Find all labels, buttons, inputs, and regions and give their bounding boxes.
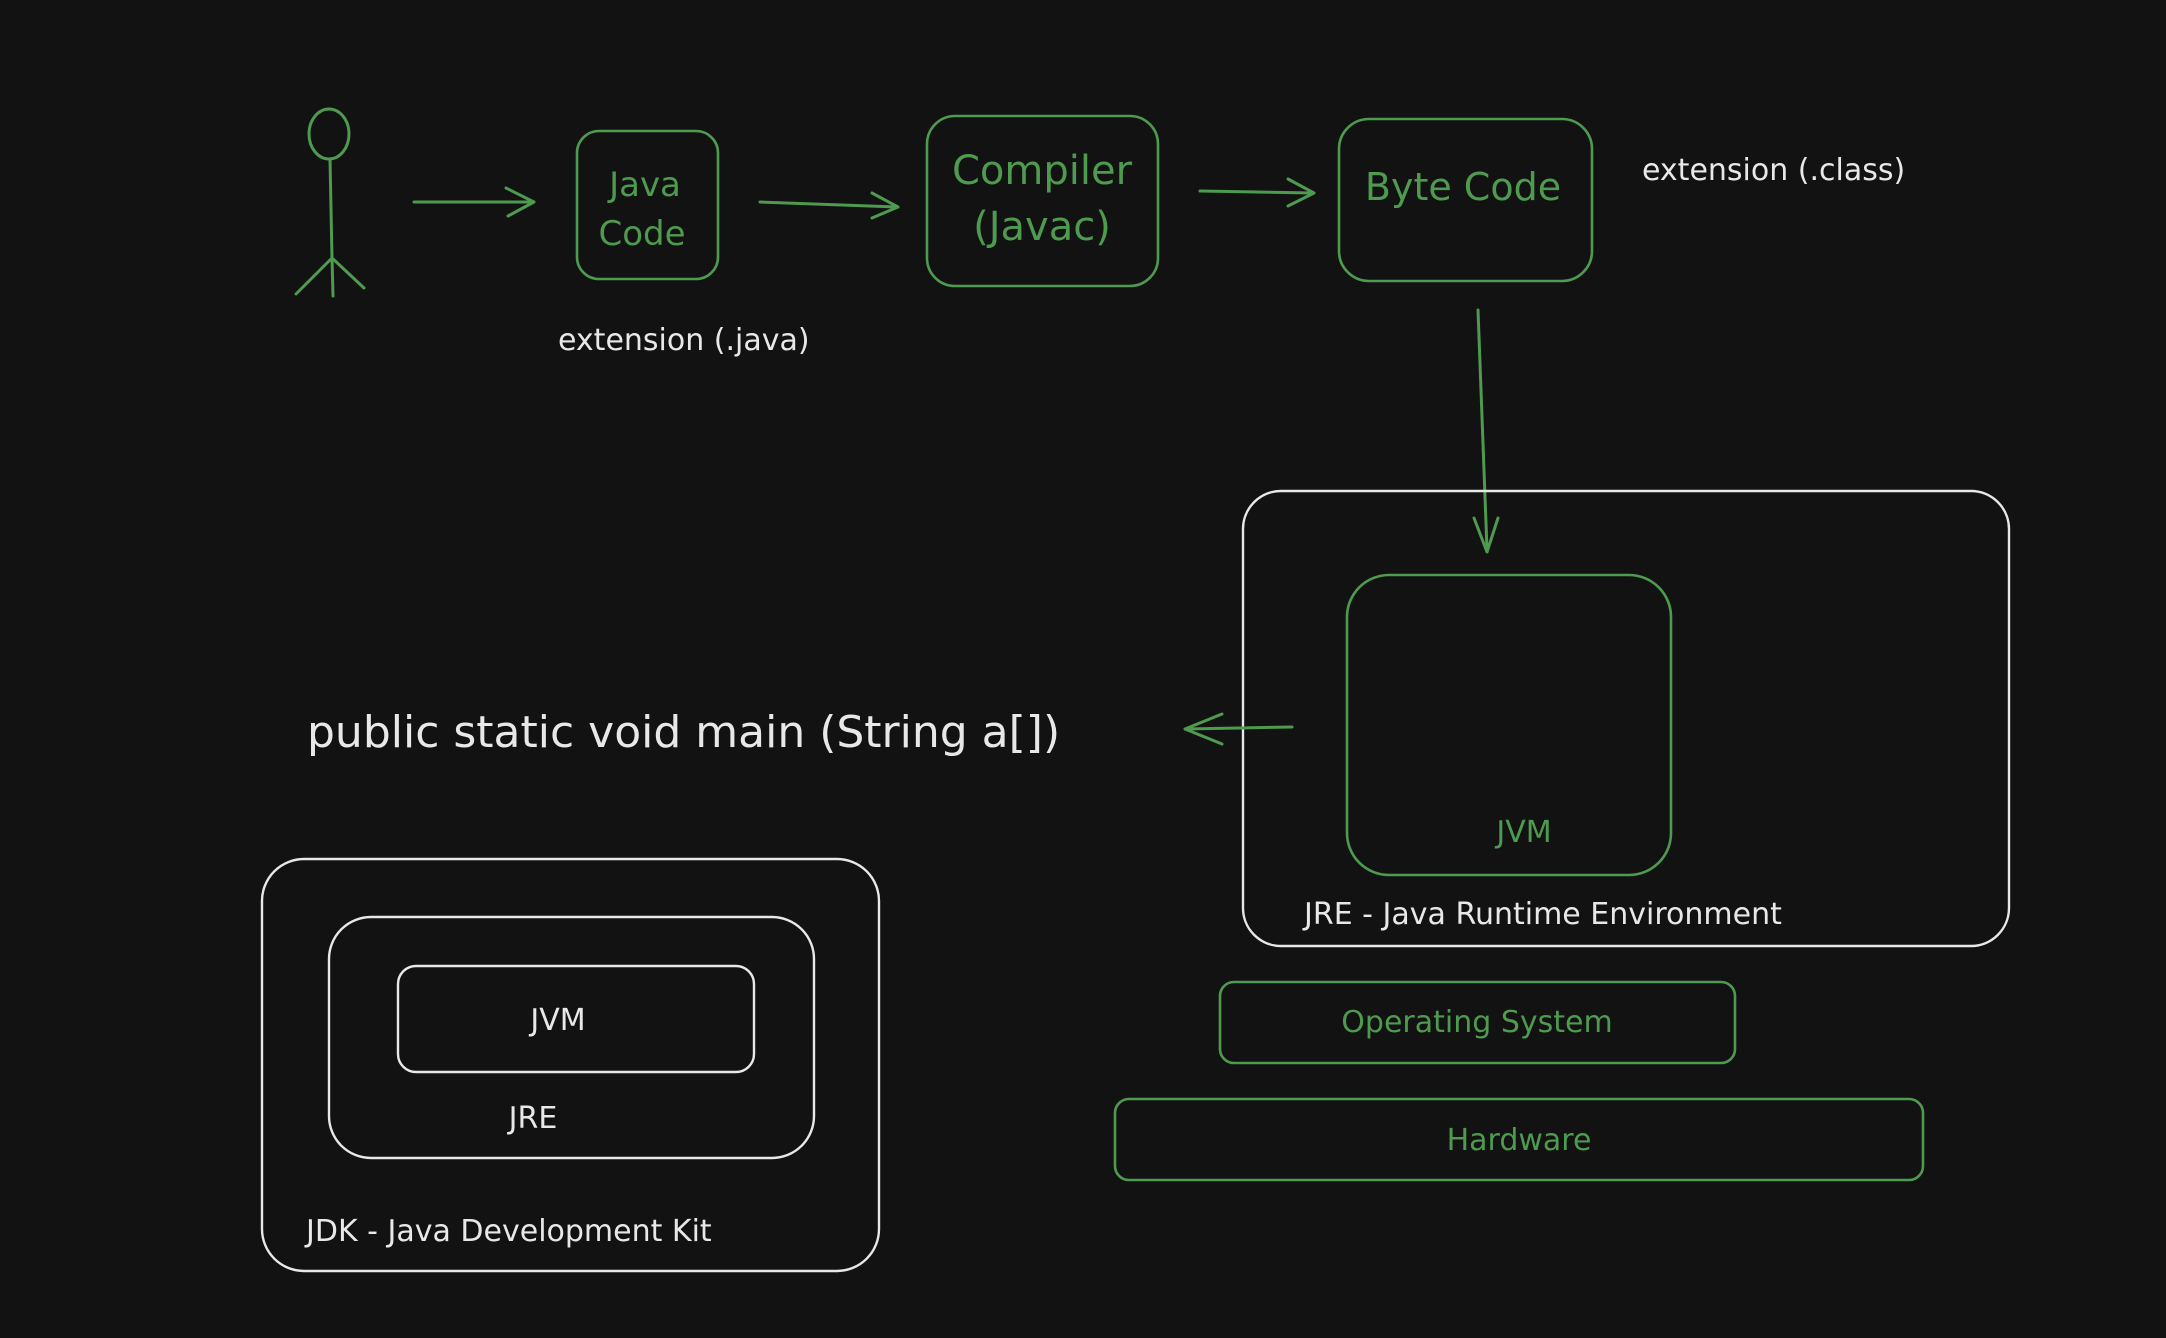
- jdk-jvm-label: JVM: [528, 1003, 585, 1038]
- arrow-jvm-to-main: [1183, 712, 1294, 746]
- arrow-compiler-to-byte-code: [1198, 177, 1316, 208]
- stick-figure-icon: [294, 107, 366, 298]
- java-code-node: Java Code: [575, 129, 720, 281]
- jdk-panel-title: JDK - Java Development Kit: [304, 1214, 712, 1249]
- operating-system-layer: Operating System: [1218, 980, 1737, 1065]
- compiler-label-line2: (Javac): [973, 204, 1111, 250]
- compiler-node: Compiler (Javac): [925, 114, 1160, 288]
- java-code-label-line1: Java: [607, 165, 681, 205]
- compiler-label-line1: Compiler: [952, 148, 1133, 194]
- arrow-byte-code-to-jvm: [1472, 308, 1500, 554]
- jdk-development-kit-panel: JVM JRE JDK - Java Development Kit: [260, 857, 881, 1273]
- jdk-jre-box: [327, 915, 816, 1160]
- operating-system-label: Operating System: [1341, 1005, 1612, 1040]
- jdk-jvm-box: [396, 964, 756, 1074]
- java-extension-label: extension (.java): [558, 323, 810, 358]
- class-extension-label: extension (.class): [1642, 153, 1905, 188]
- hardware-layer: Hardware: [1113, 1097, 1925, 1182]
- jdk-jre-label: JRE: [507, 1101, 558, 1136]
- byte-code-label: Byte Code: [1365, 165, 1561, 209]
- main-method-signature: public static void main (String a[]): [307, 707, 1060, 758]
- byte-code-node: Byte Code: [1337, 117, 1594, 283]
- java-code-label-line2: Code: [598, 214, 685, 254]
- arrow-java-code-to-compiler: [758, 191, 900, 220]
- jre-runtime-panel: JVM JRE - Java Runtime Environment: [1241, 489, 2011, 948]
- jre-panel-title: JRE - Java Runtime Environment: [1302, 897, 1782, 932]
- arrow-user-to-java-code: [412, 186, 536, 218]
- hardware-label: Hardware: [1447, 1123, 1592, 1158]
- jvm-node: [1345, 573, 1673, 877]
- jvm-label: JVM: [1494, 815, 1551, 850]
